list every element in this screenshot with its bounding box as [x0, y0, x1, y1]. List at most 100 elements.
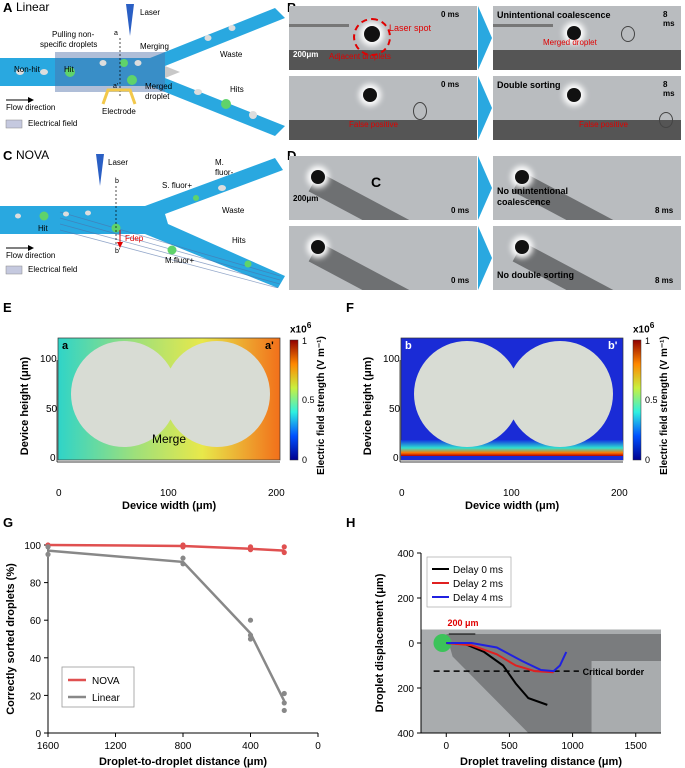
time-label: 0 ms	[451, 206, 470, 215]
frame-title: No double sorting	[497, 270, 574, 280]
data-point-linear	[247, 632, 254, 638]
corner-label-left: a	[62, 340, 69, 352]
corner-label-left: b	[405, 340, 412, 352]
y-tick-label: 50	[46, 404, 58, 415]
legend-label: Delay 2 ms	[453, 579, 503, 590]
colorbar-exp-power: 6	[649, 320, 655, 330]
colorbar-exp-base: x10	[290, 324, 307, 336]
hit-label: Hit	[38, 224, 48, 233]
merged-label: Merged	[145, 82, 173, 91]
panel-letter: E	[3, 300, 12, 315]
video-frame: No unintentional coalescence 8 ms	[493, 156, 681, 220]
x-tick-label: 1600	[37, 741, 60, 752]
data-point-nova	[247, 547, 254, 553]
y-tick-label: 40	[30, 654, 42, 665]
data-point-linear	[180, 561, 186, 567]
y-tick-label: 20	[30, 691, 42, 702]
a-label: a	[114, 30, 118, 37]
merged-label-2: droplet	[145, 92, 170, 101]
scale-bar-label: 200μm	[293, 194, 319, 203]
legend-label: Delay 4 ms	[453, 593, 503, 604]
x-tick-label: 0	[399, 488, 405, 499]
time-label: 8 ms	[663, 10, 675, 28]
video-frame: C 0 ms 200μm	[289, 156, 477, 220]
colorbar-label: Electric field strength (V m⁻¹)	[658, 336, 670, 475]
y-tick-label: 200	[397, 684, 414, 695]
frame-title: Double sorting	[497, 80, 561, 90]
scale-bar-label: 200 μm	[448, 618, 479, 628]
panel-d: D C 0 ms 200μm No unintentional coalesce…	[287, 148, 685, 293]
data-point-linear	[45, 551, 51, 557]
electrical-field-label: Electrical field	[28, 119, 78, 128]
time-label: 8 ms	[655, 276, 674, 285]
y-axis-label: Droplet displacement (μm)	[374, 573, 386, 712]
colorbar-tick: 0.5	[645, 395, 658, 405]
y-tick-label: 400	[397, 729, 414, 740]
x-tick-label: 0	[315, 741, 321, 752]
y-tick-label: 0	[50, 453, 56, 464]
series-line-nova	[47, 543, 285, 552]
waste-label: Waste	[220, 50, 243, 59]
colorbar-exponent: x106	[633, 320, 654, 335]
data-point-nova	[281, 544, 287, 550]
micrograph-channel	[446, 634, 661, 733]
time-label: 0 ms	[451, 276, 470, 285]
y-tick-label: 100	[24, 541, 41, 552]
laser-label: Laser	[108, 158, 129, 167]
colorbar-tick: 1	[302, 336, 308, 346]
droplet-label: C	[371, 174, 382, 190]
x-axis-label: Droplet-to-droplet distance (μm)	[99, 756, 267, 768]
panel-e: E a a' Merge 100 50 0 0 100 200 Device w…	[0, 300, 342, 512]
y-tick-label: 80	[30, 579, 42, 590]
x-tick-label: 100	[160, 488, 177, 499]
legend-label: NOVA	[92, 676, 120, 687]
merged-droplet-label: Merged droplet	[543, 38, 597, 47]
scale-bar-label: 200μm	[293, 50, 319, 59]
time-label: 8 ms	[663, 80, 675, 98]
b-prime-label: b'	[115, 248, 121, 255]
hits-label: Hits	[230, 85, 244, 94]
panel-letter: A	[3, 0, 13, 15]
colorbar-tick: 1	[645, 336, 651, 346]
x-axis-label: Droplet traveling distance (μm)	[460, 756, 622, 768]
y-axis-label: Correctly sorted droplets (%)	[5, 563, 17, 715]
x-tick-label: 200	[268, 488, 285, 499]
laser-label: Laser	[140, 8, 161, 17]
false-positive-label: False positive	[349, 120, 398, 129]
corner-label-right: a'	[265, 340, 274, 352]
panel-f: F b b' 100 50 0 0 100 200 Device width (…	[343, 300, 685, 512]
legend-label: Delay 0 ms	[453, 565, 503, 576]
video-frame: 0 ms	[289, 226, 477, 290]
panel-a: A Linear Laser a a' Pulling non- specifi…	[0, 0, 285, 145]
corner-label-right: b'	[608, 340, 618, 352]
false-positive-label: False positive	[579, 120, 628, 129]
y-tick-label: 60	[30, 616, 42, 627]
data-point-linear	[247, 617, 254, 623]
y-tick-label: 200	[397, 594, 414, 605]
panel-title: NOVA	[16, 148, 50, 162]
panel-c: C NOVA Laser b b' S. fluor+ M. fluor- Wa…	[0, 148, 285, 288]
panel-b: B Laser spot Adjacent droplets 0 ms 200μ…	[287, 0, 685, 145]
x-tick-label: 1000	[561, 741, 584, 752]
flow-direction-label: Flow direction	[6, 251, 56, 260]
non-hit-label: Non-hit	[14, 65, 40, 74]
m-fluor-plus-label: M.fluor+	[165, 256, 195, 265]
trajectory-delay-4-ms	[446, 642, 568, 673]
x-tick-label: 100	[503, 488, 520, 499]
panel-letter: H	[346, 515, 356, 530]
time-label: 8 ms	[655, 206, 674, 215]
x-tick-label: 400	[242, 741, 259, 752]
pulling-label-2: specific droplets	[40, 40, 98, 49]
data-point-linear	[45, 544, 51, 550]
colorbar-tick: 0	[302, 455, 308, 465]
merge-annotation: Merge	[152, 432, 187, 446]
data-point-linear	[281, 690, 287, 697]
data-point-nova	[281, 549, 287, 556]
hit-label: Hit	[64, 65, 74, 74]
frame-title: No unintentional	[497, 186, 568, 196]
data-point-linear	[247, 636, 254, 642]
y-tick-label: 0	[35, 729, 41, 740]
